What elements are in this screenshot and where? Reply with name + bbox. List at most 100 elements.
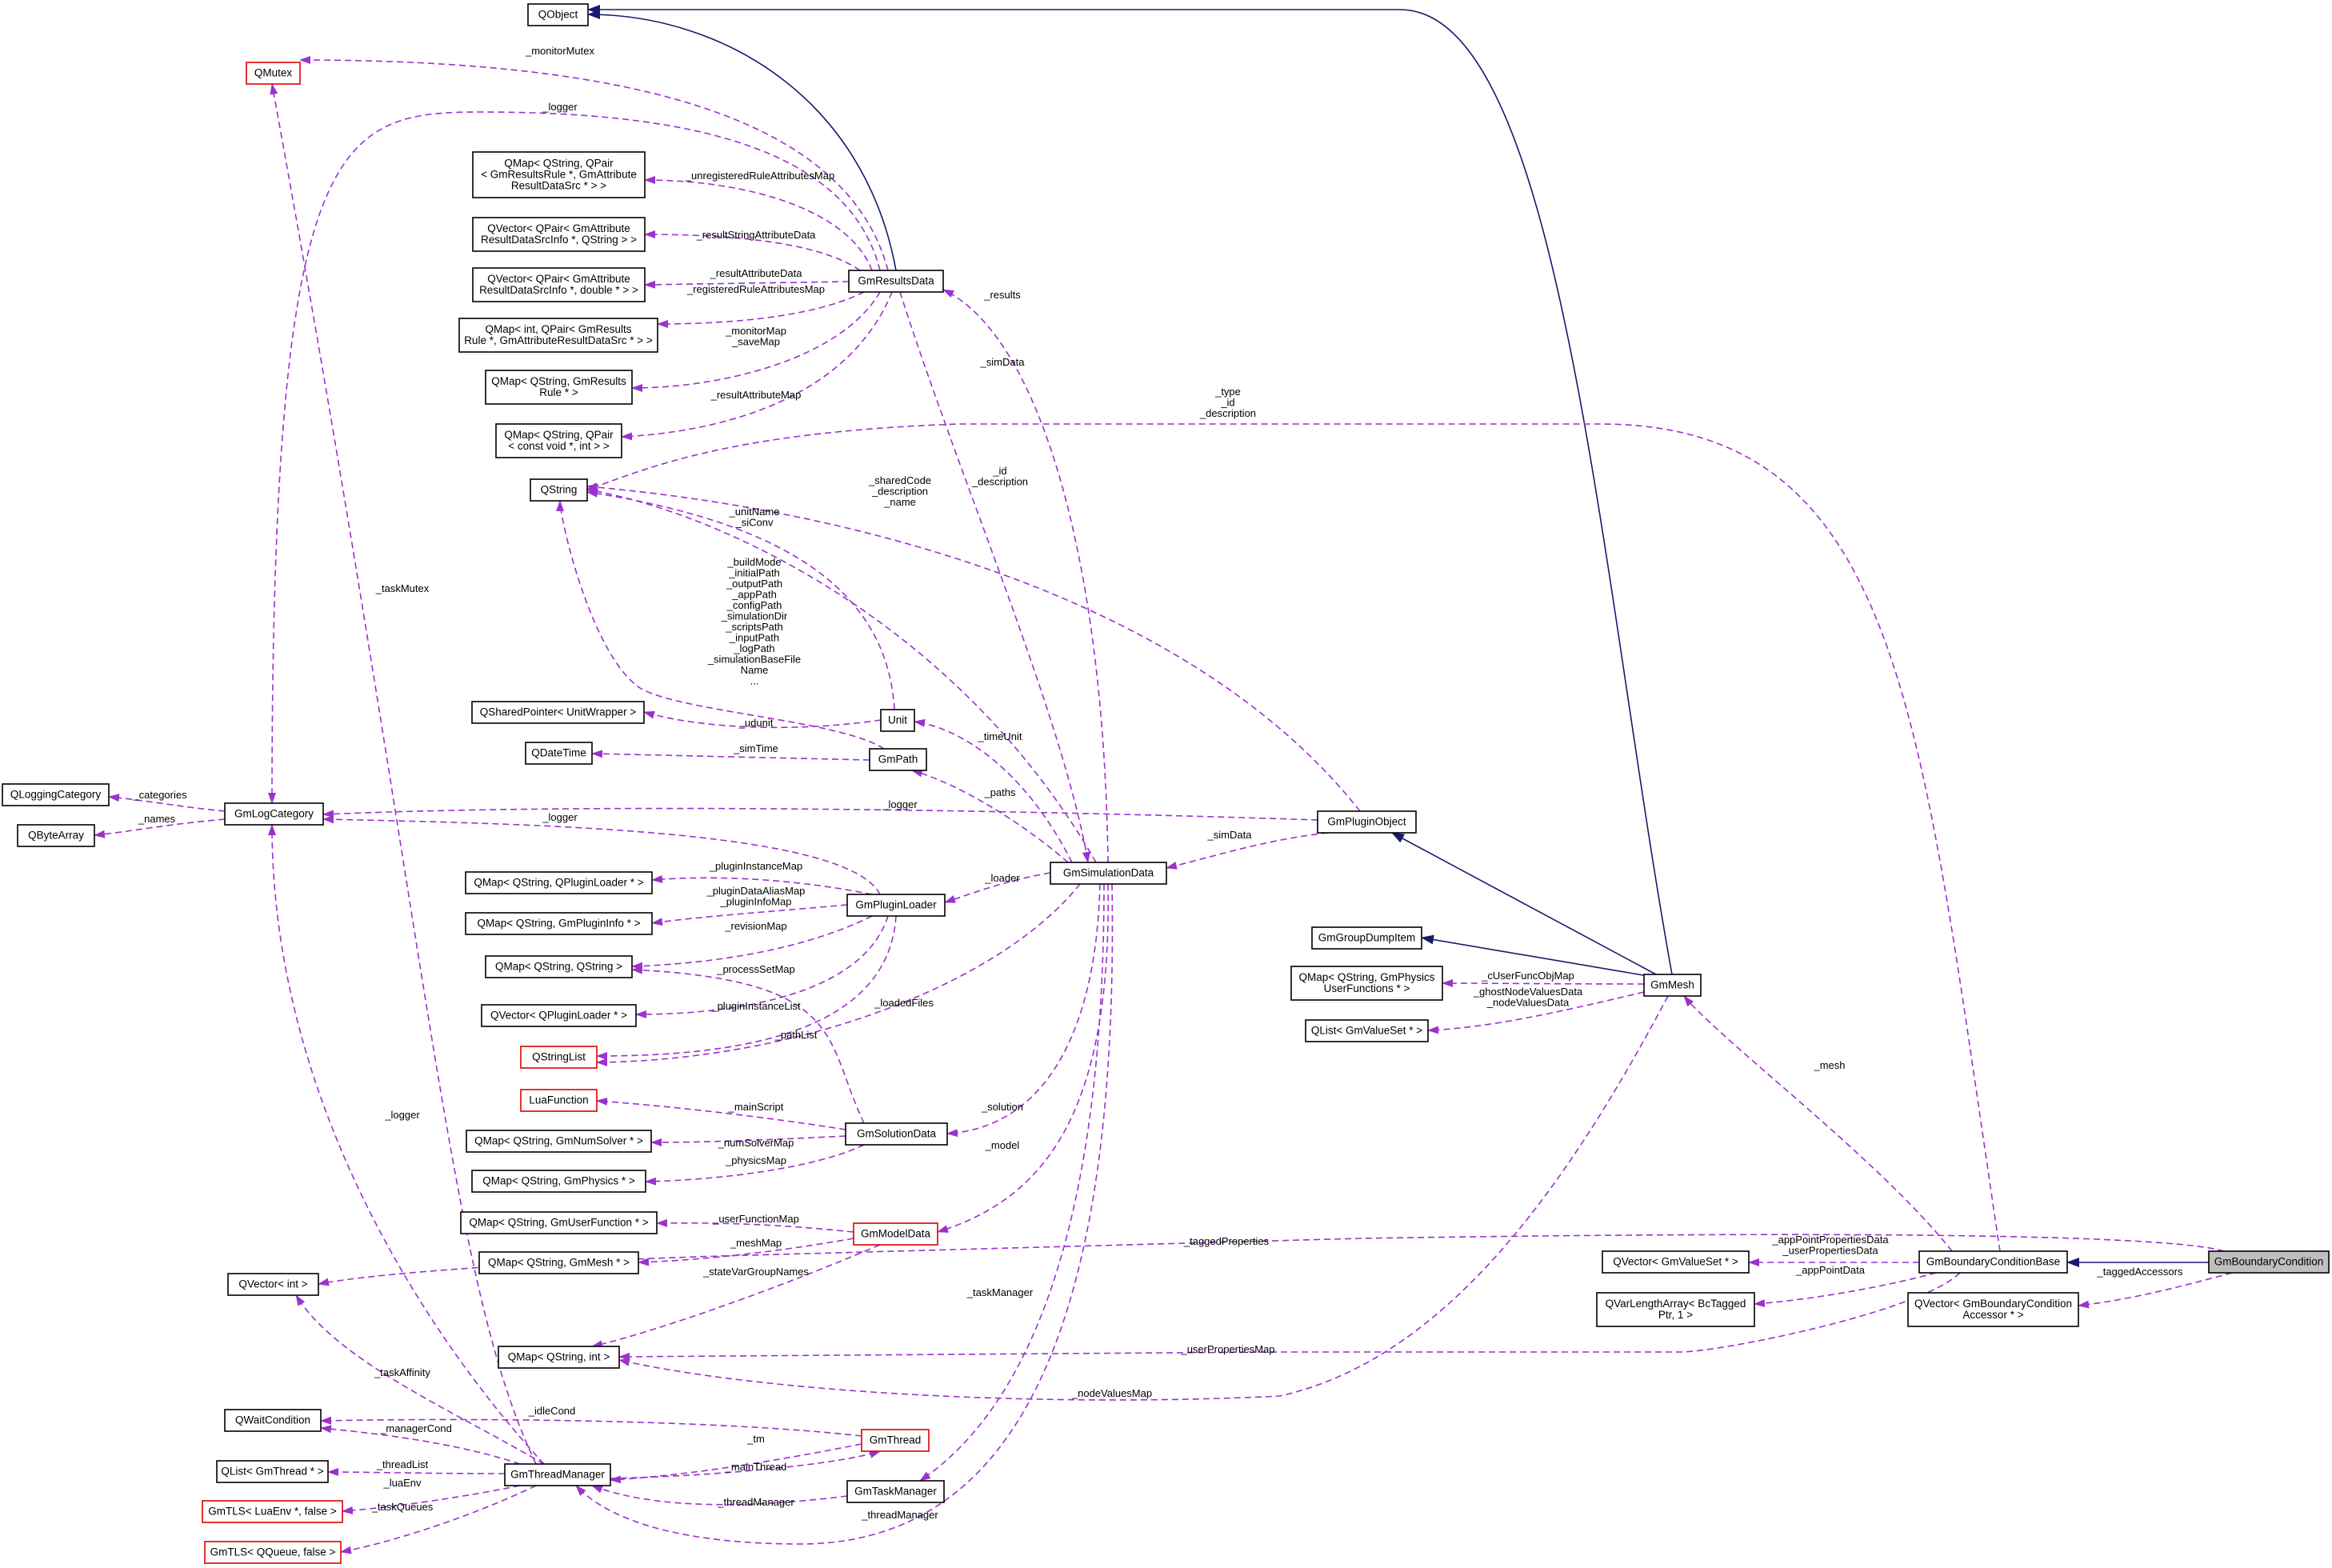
edge-label-gm-thread-manager-to-qlist-thread: _threadList [376, 1458, 429, 1470]
class-node-qmap-plugin-info[interactable]: QMap< QString, GmPluginInfo * > [465, 912, 653, 935]
class-node-qvec-value-set[interactable]: QVector< GmValueSet * > [1602, 1250, 1750, 1274]
class-node-gm-tlslua[interactable]: GmTLS< LuaEnv *, false > [202, 1500, 343, 1523]
class-node-gm-group-dump-item[interactable]: GmGroupDumpItem [1311, 926, 1422, 950]
class-node-gm-log-category[interactable]: GmLogCategory [224, 802, 324, 826]
edge-label-gm-results-data-to-qmap1: _unregisteredRuleAttributesMap [685, 170, 834, 182]
edge-label-gm-bcbase-to-qvec-value-set: _appPointPropertiesData_userPropertiesDa… [1771, 1234, 1889, 1257]
usage-edge-gm-bcbase-to-qmap-str-int [618, 1272, 1961, 1361]
edge-label-gm-simulation-data-to-unit: _timeUnit [978, 730, 1022, 742]
node-label: QMap< QString, QString > [495, 961, 622, 973]
class-node-qvec-int[interactable]: QVector< int > [227, 1273, 319, 1296]
node-box [465, 912, 653, 935]
class-node-gm-solution-data[interactable]: GmSolutionData [845, 1122, 948, 1146]
class-node-qstring-list[interactable]: QStringList [520, 1046, 598, 1069]
usage-edge-gm-plugin-loader-to-qstring-list [596, 915, 897, 1060]
class-node-qshared-pointer[interactable]: QSharedPointer< UnitWrapper > [471, 701, 645, 724]
edge-labels-layer: _monitorMutex_logger_unregisteredRuleAtt… [132, 45, 2183, 1521]
usage-edge-gm-task-manager-to-gm-thread-manager [591, 1485, 848, 1506]
node-box [2208, 1250, 2330, 1274]
usage-edge-gm-bc-to-qvec-accessor [2078, 1272, 2233, 1309]
class-node-qstring[interactable]: QString [530, 478, 588, 502]
class-node-lua-function[interactable]: LuaFunction [520, 1089, 598, 1112]
class-node-qlist-value-set[interactable]: QList< GmValueSet * > [1305, 1019, 1429, 1042]
usage-edge-gm-plugin-object-to-qstring [586, 483, 1361, 812]
class-node-qmap-str-int[interactable]: QMap< QString, int > [498, 1346, 620, 1369]
class-node-gm-plugin-loader[interactable]: GmPluginLoader [846, 894, 946, 917]
class-node-qbyte-array[interactable]: QByteArray [17, 824, 95, 847]
edge-label-gm-log-category-to-qbyte-array: _names [138, 813, 176, 825]
edge-label-gm-results-data-to-qvec1: _resultStringAttributeData [696, 229, 817, 241]
node-label: QMap< QString, GmMesh * > [488, 1257, 630, 1269]
class-node-qlogging-category[interactable]: QLoggingCategory [2, 783, 110, 806]
node-box [1918, 1250, 2068, 1274]
class-node-gm-plugin-object[interactable]: GmPluginObject [1317, 810, 1417, 834]
class-node-qmap1[interactable]: QMap< QString, QPair< GmResultsRule *, G… [472, 151, 646, 198]
class-node-qmap-num-solver[interactable]: QMap< QString, GmNumSolver * > [466, 1130, 652, 1153]
class-node-unit[interactable]: Unit [880, 709, 915, 732]
node-label: QMap< QString, QPluginLoader * > [474, 877, 643, 889]
class-node-qmap-physics[interactable]: QMap< QString, GmPhysics * > [471, 1170, 646, 1193]
class-node-gm-path[interactable]: GmPath [869, 748, 927, 771]
usage-edge-gm-bc-to-qvec-int [318, 1234, 2225, 1286]
class-node-gm-mesh[interactable]: GmMesh [1643, 974, 1702, 997]
class-node-qvec-plugin-loader[interactable]: QVector< QPluginLoader * > [481, 1004, 637, 1027]
edge-label-gm-bcbase-to-gm-mesh: _mesh [1813, 1059, 1845, 1071]
edge-label-gm-simulation-data-to-gm-thread-manager: _threadManager [861, 1509, 938, 1521]
node-label: GmSimulationData [1063, 867, 1154, 879]
class-node-qlist-thread[interactable]: QList< GmThread * > [216, 1460, 329, 1483]
class-node-gm-task-manager[interactable]: GmTaskManager [846, 1480, 945, 1503]
node-box [504, 1463, 611, 1486]
node-label: QWaitCondition [235, 1414, 310, 1426]
class-node-qmutex[interactable]: QMutex [246, 62, 301, 85]
usage-edge-gm-path-to-qdate-time [591, 750, 870, 761]
class-node-gm-thread[interactable]: GmThread [861, 1429, 930, 1452]
class-node-qmap-str-str[interactable]: QMap< QString, QString > [485, 955, 633, 978]
inheritance-edge-gm-mesh-to-gm-plugin-object [1391, 832, 1657, 975]
node-label: QVector< int > [238, 1278, 307, 1290]
edge-label-gm-thread-to-qwait-condition: _idleCond [528, 1405, 576, 1417]
class-node-gm-bcbase[interactable]: GmBoundaryConditionBase [1918, 1250, 2068, 1274]
class-node-qmap-void[interactable]: QMap< QString, QPair< const void *, int … [495, 423, 622, 458]
class-node-gm-tlsqueue[interactable]: GmTLS< QQueue, false > [204, 1541, 342, 1564]
edge-label-gm-thread-manager-to-gm-log-category: _logger [384, 1109, 420, 1121]
edge-label-gm-results-data-to-qmap-rule: _monitorMap_saveMap [725, 325, 786, 348]
node-label: GmModelData [861, 1228, 931, 1240]
node-label: GmTLS< QQueue, false > [210, 1546, 336, 1558]
node-box [478, 1251, 639, 1274]
usage-edge-gm-simulation-data-to-gm-task-manager [919, 883, 1105, 1482]
edge-label-gm-simulation-data-to-gm-solution-data: _solution [981, 1101, 1023, 1113]
edge-label-gm-results-data-to-gm-log-category: _logger [542, 101, 578, 113]
class-node-qdate-time[interactable]: QDateTime [525, 742, 593, 765]
class-node-qobject[interactable]: QObject [527, 3, 589, 26]
node-box [853, 1222, 938, 1246]
node-box [465, 871, 653, 894]
node-label: GmLogCategory [234, 808, 314, 820]
edge-label-gm-simulation-data-to-gm-results-data: _results [983, 289, 1021, 301]
node-label: QString [541, 484, 578, 496]
class-node-qmap-plugin-loader[interactable]: QMap< QString, QPluginLoader * > [465, 871, 653, 894]
class-node-qmap-mesh[interactable]: QMap< QString, GmMesh * > [478, 1251, 639, 1274]
edge-label-gm-plugin-loader-to-qmap-str-str: _revisionMap [724, 920, 786, 932]
usage-edge-gm-solution-data-to-lua-function [596, 1097, 846, 1130]
usage-edge-gm-simulation-data-to-qstring [586, 487, 1097, 863]
class-node-qmap-user-func[interactable]: QMap< QString, GmUserFunction * > [460, 1211, 658, 1234]
class-node-qwait-condition[interactable]: QWaitCondition [224, 1409, 322, 1432]
edge-label-gm-bc-to-qvec-accessor: _taggedAccessors [2097, 1266, 2183, 1278]
usage-edge-gm-thread-manager-to-gm-tlslua [342, 1485, 521, 1514]
usage-edge-gm-simulation-data-to-gm-model-data [937, 883, 1109, 1233]
class-node-gm-model-data[interactable]: GmModelData [853, 1222, 938, 1246]
class-node-gm-simulation-data[interactable]: GmSimulationData [1050, 862, 1167, 885]
class-node-gm-results-data[interactable]: GmResultsData [848, 270, 944, 293]
class-node-gm-bc[interactable]: GmBoundaryCondition [2208, 1250, 2330, 1274]
class-node-gm-thread-manager[interactable]: GmThreadManager [504, 1463, 611, 1486]
node-label: GmThreadManager [510, 1469, 605, 1481]
